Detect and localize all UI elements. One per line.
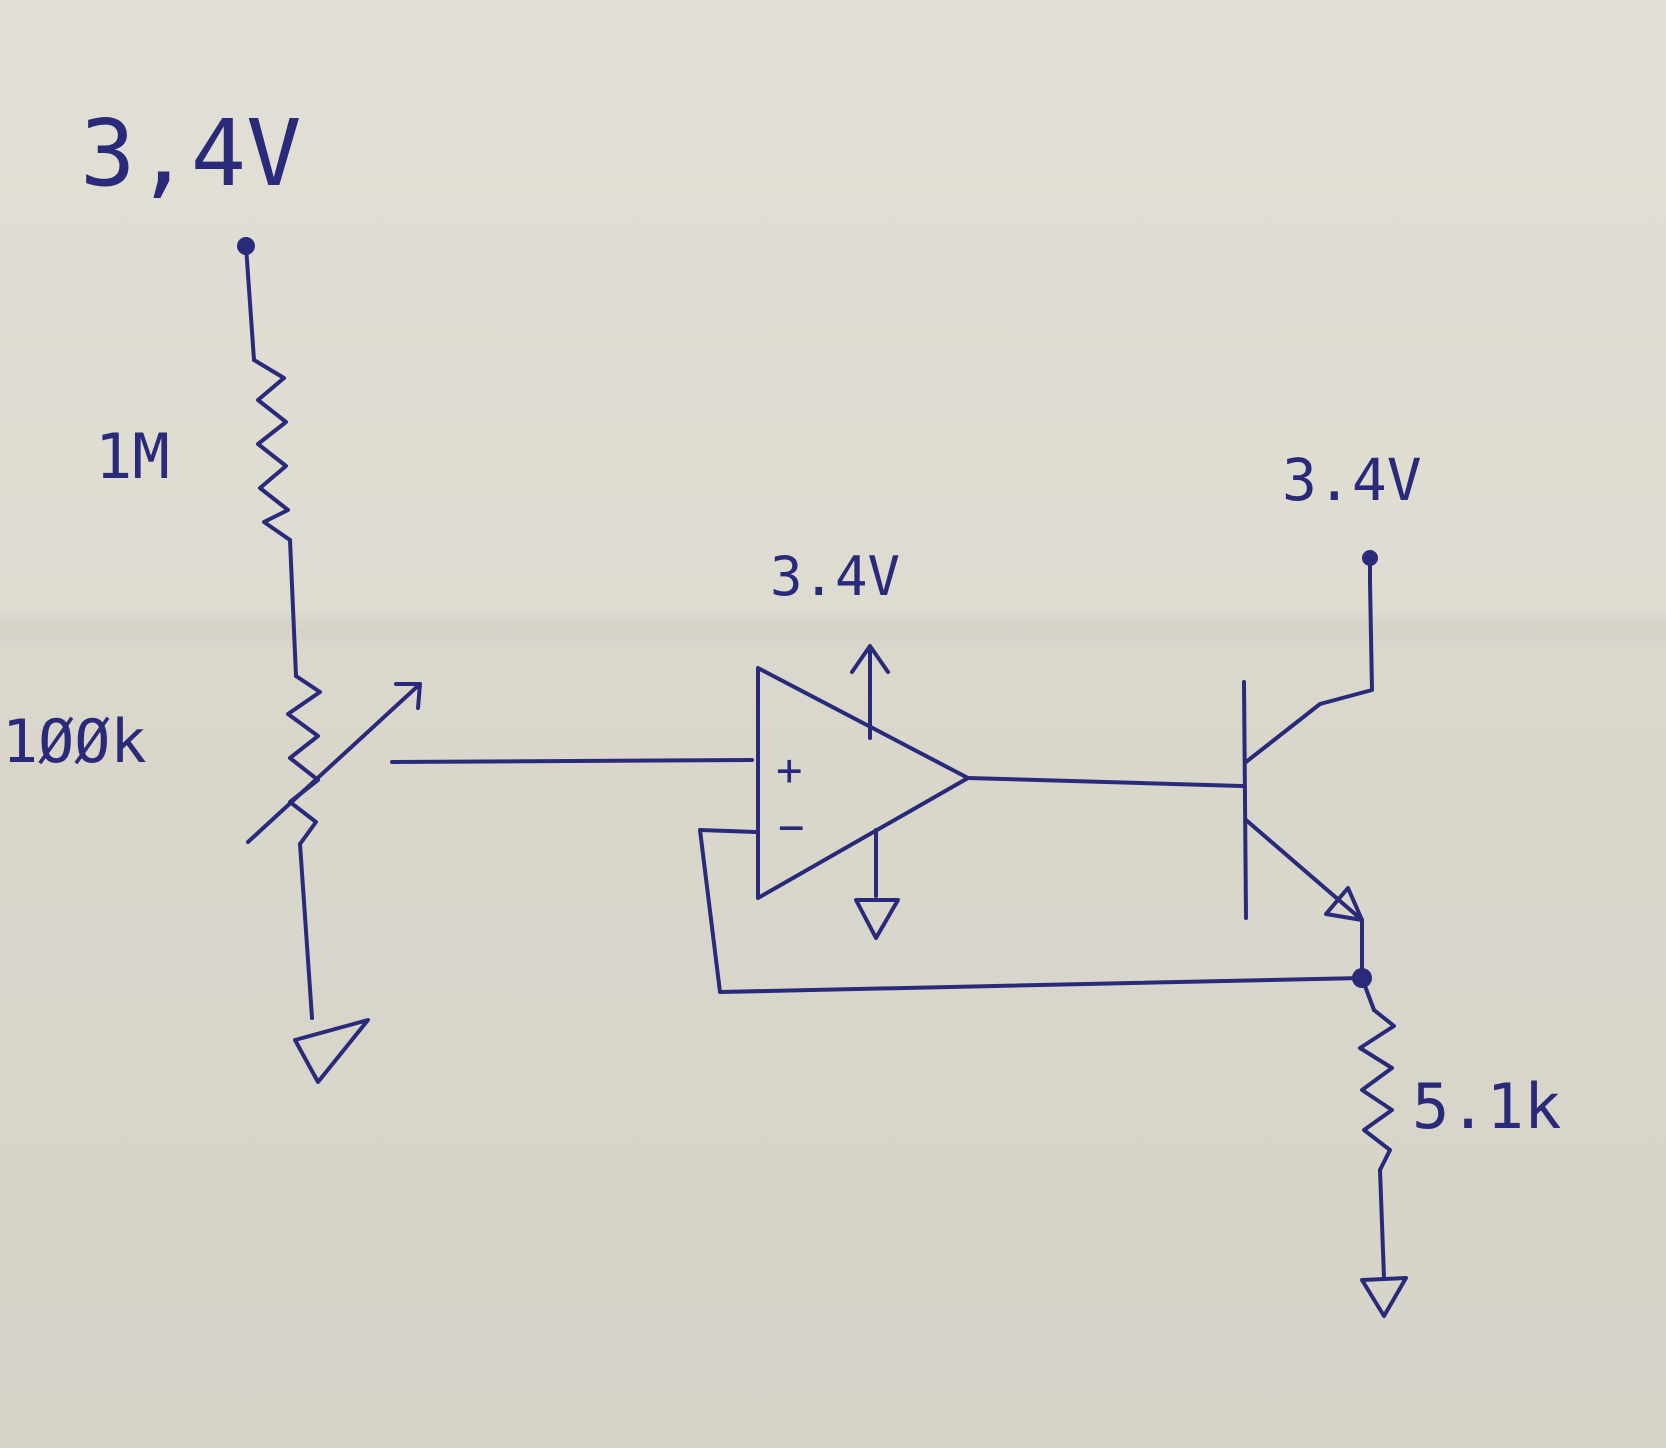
r1-value-label: 1M xyxy=(95,420,170,493)
supply-label-top-left: 3,4V xyxy=(80,100,302,207)
transistor-supply-label: 3.4V xyxy=(1282,446,1422,514)
ground-symbol-right xyxy=(1360,1276,1408,1318)
pot-adjust-arrow-head xyxy=(394,682,422,710)
opamp-ground-symbol xyxy=(854,898,900,940)
transistor-collector-lead xyxy=(1244,580,1374,764)
pot-value-label: 1ØØk xyxy=(2,707,147,777)
r-emitter-value-label: 5.1k xyxy=(1412,1070,1561,1143)
wire-node-to-r-emitter xyxy=(1360,976,1376,1012)
potentiometer-100k xyxy=(286,674,322,846)
ground-symbol-left xyxy=(293,1018,370,1084)
opamp-triangle xyxy=(756,666,970,900)
wire-opamp-output-to-base xyxy=(966,776,1244,788)
opamp-supply-arrow-head xyxy=(850,644,890,674)
feedback-wire xyxy=(698,828,1364,994)
pot-adjust-arrow-shaft xyxy=(246,682,422,844)
transistor-emitter-arrow xyxy=(1324,886,1364,922)
resistor-5-1k xyxy=(1358,1008,1396,1172)
opamp-minus-sign: − xyxy=(778,802,805,853)
wire-r-emitter-to-ground xyxy=(1378,1168,1386,1280)
wire-pot-to-ground xyxy=(298,842,314,1020)
resistor-1m xyxy=(252,358,292,542)
opamp-plus-sign: + xyxy=(776,745,803,796)
transistor-base-bar xyxy=(1242,680,1248,920)
wire-supply-to-r1 xyxy=(244,244,256,362)
wire-r1-to-pot xyxy=(288,538,298,678)
opamp-supply-label: 3.4V xyxy=(770,545,900,608)
wire-wiper-to-opamp-plus xyxy=(390,758,754,764)
transistor-emitter-lead xyxy=(1244,818,1364,922)
